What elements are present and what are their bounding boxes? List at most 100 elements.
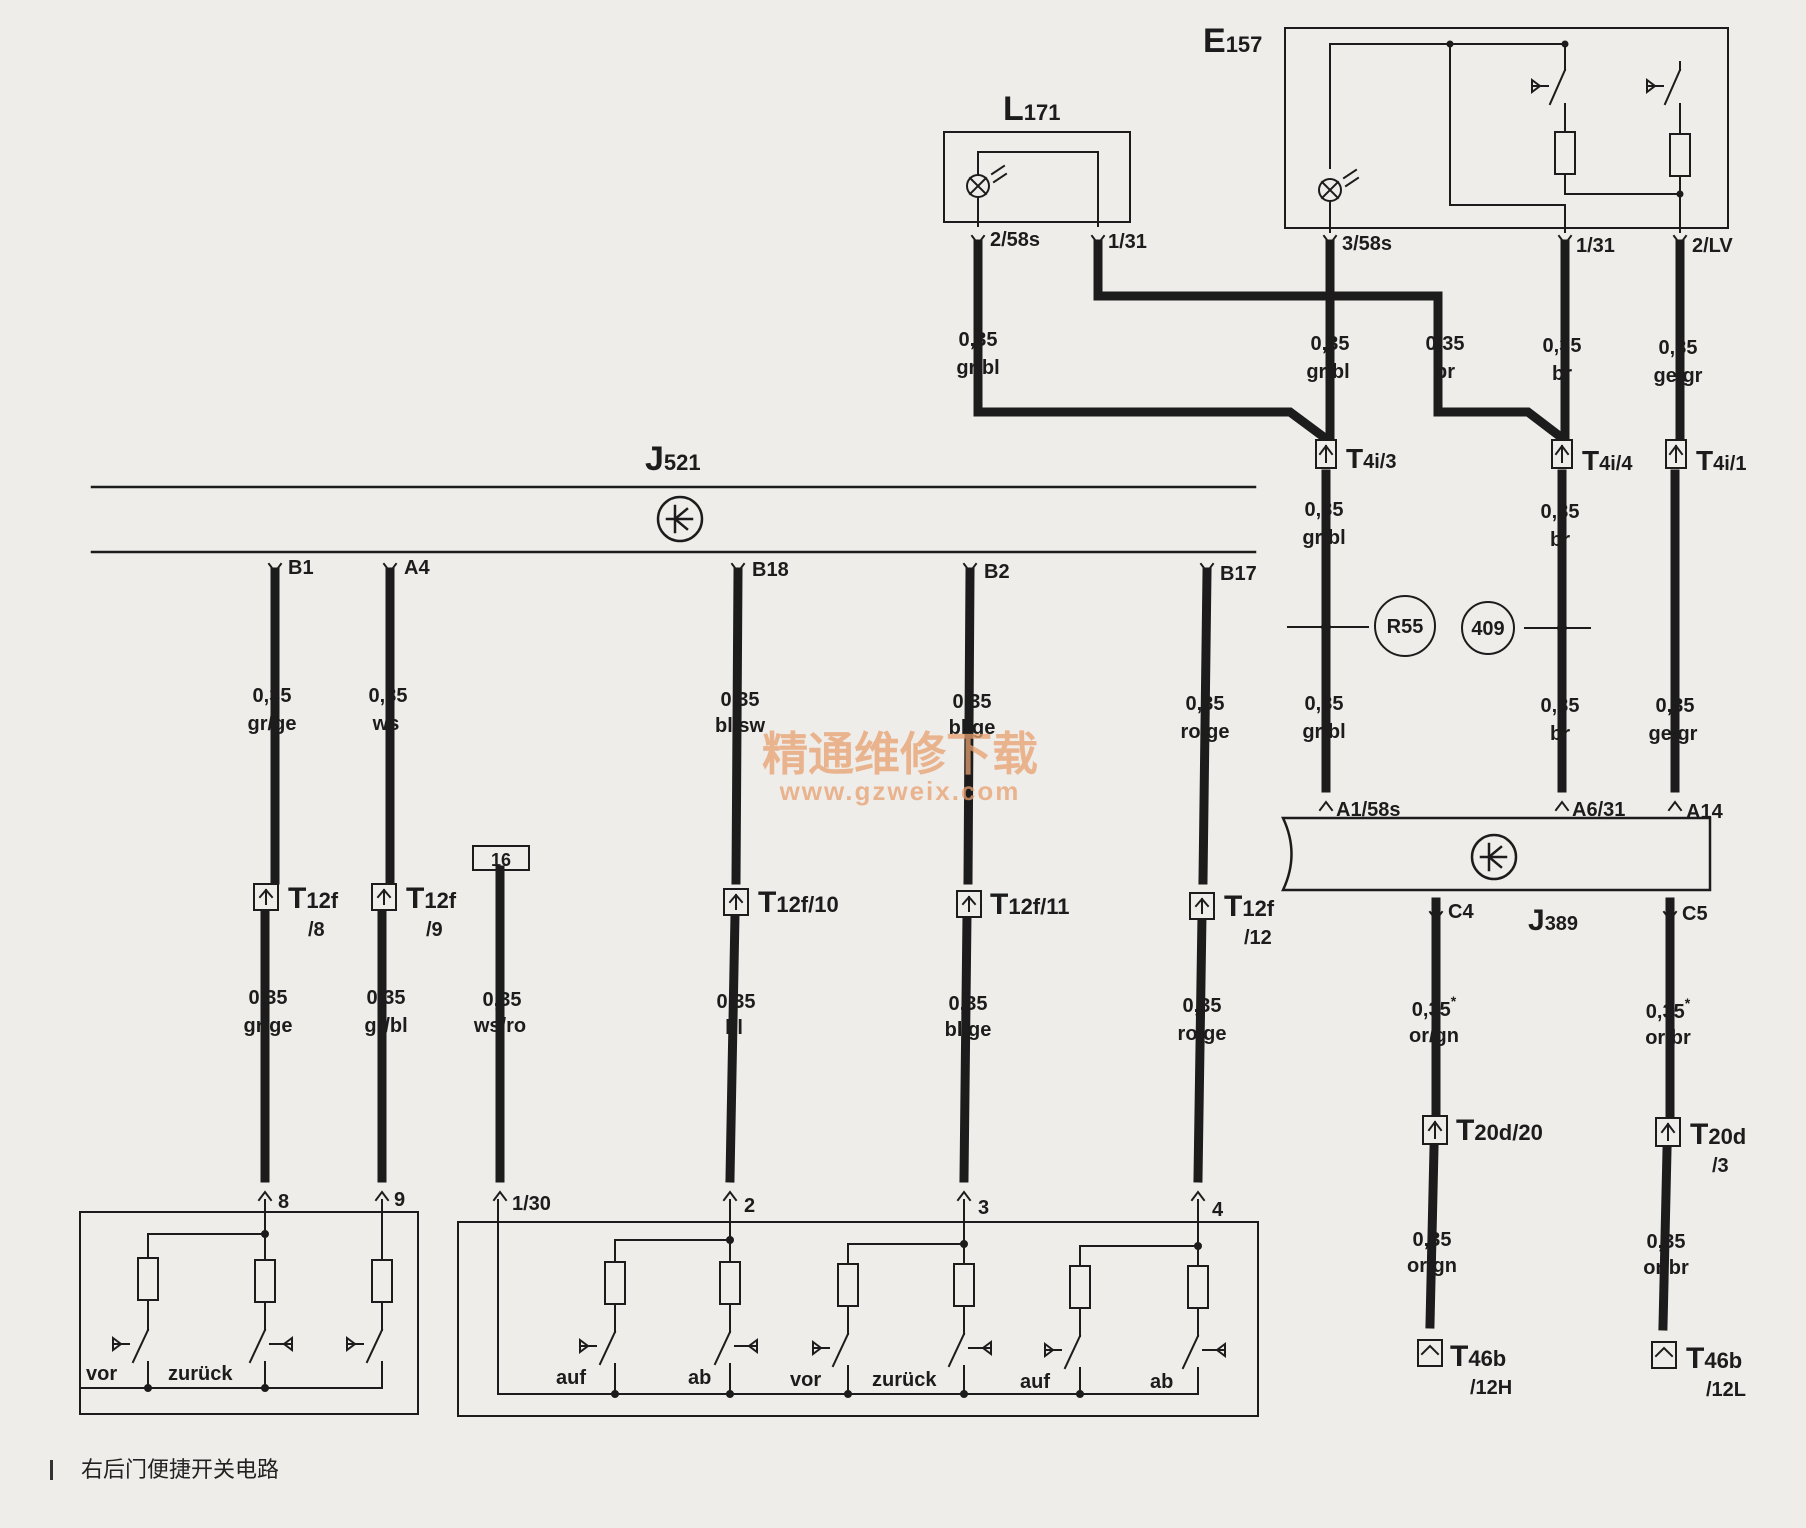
connector-t46b-12l: T46b: [1686, 1342, 1742, 1375]
wire-color: bl/ge: [945, 1019, 992, 1041]
switch-label-vor: vor: [86, 1363, 117, 1385]
switch-label-zurueck: zurück: [168, 1363, 233, 1385]
connector-t12f-8: T12f: [288, 882, 339, 915]
wire-color: gr/bl: [956, 357, 999, 379]
wire-gauge: 0,35: [1311, 333, 1350, 355]
wire-color: br: [1550, 723, 1570, 745]
wire-br-l171: [1093, 239, 1569, 445]
ref-409: 409: [1471, 618, 1504, 640]
pin-label: 1/31: [1576, 235, 1615, 257]
pin-label: 2: [744, 1195, 755, 1217]
l171-housing: [943, 131, 1131, 223]
pin-label: B17: [1220, 563, 1257, 585]
wire-color: gr/bl: [1306, 361, 1349, 383]
wire-color: bl/sw: [715, 715, 765, 737]
ref-r55: R55: [1387, 616, 1424, 638]
connector-t12f-9: T12f: [406, 882, 457, 915]
j389-housing: [1281, 816, 1712, 892]
switch-block-2: [457, 1221, 1259, 1417]
watermark: 精通维修下载 www.gzweix.com: [762, 727, 1038, 806]
wire-b2: [963, 567, 975, 885]
wire-gauge: 0,35: [1541, 501, 1580, 523]
connector-t20d-3-pin: /3: [1712, 1155, 1729, 1177]
pin-label: 3/58s: [1342, 233, 1392, 255]
connector-t46b-12h: T46b: [1450, 1340, 1506, 1373]
pin-label: B18: [752, 559, 789, 581]
wire-color: gr/bl: [364, 1015, 407, 1037]
wire-gauge: 0,35*: [1646, 995, 1691, 1023]
label-j521: J521: [645, 440, 701, 478]
ref-r55-circle: [1374, 595, 1436, 657]
pin-label: A14: [1686, 801, 1724, 823]
pin-label: B1: [288, 557, 314, 579]
j521-control-unit-icon: [656, 495, 704, 543]
e157-switch-icon: [1646, 61, 1691, 233]
pin-label: B2: [984, 561, 1010, 583]
connector-t12f-8-pin: /8: [308, 919, 325, 941]
wire-gauge: 0,35*: [1412, 993, 1457, 1021]
connector-t4i3: T4i/3: [1346, 443, 1396, 474]
wire-color: ro/ge: [1181, 721, 1230, 743]
wire-gauge: 0,35: [253, 685, 292, 707]
switch-label-ab: ab: [1150, 1371, 1173, 1393]
wire-b2-lower: [959, 910, 972, 1183]
wire-gauge: 0,35: [959, 329, 998, 351]
e157-internal-wire: [1449, 43, 1566, 233]
wire-color: bl: [725, 1017, 743, 1039]
wire-gauge: 0,35: [1413, 1229, 1452, 1251]
switch-label-auf: auf: [556, 1367, 586, 1389]
label-l171: L171: [1003, 90, 1061, 128]
wire-gauge: 0,35: [717, 991, 756, 1013]
l171-internal-wire: [977, 151, 1099, 227]
wire-color: or/gn: [1407, 1255, 1457, 1277]
wire-gauge: 0,35: [1659, 337, 1698, 359]
wire-b17-lower: [1193, 910, 1207, 1183]
switch-block-1: [79, 1211, 419, 1415]
pin-label: 3: [978, 1197, 989, 1219]
pin-label: 8: [278, 1191, 289, 1213]
caption-text: 右后门便捷开关电路: [81, 1458, 280, 1483]
connector-t46b-12l-pin: /12L: [1706, 1379, 1746, 1401]
connector-t20d-20: T20d/20: [1456, 1114, 1543, 1147]
wire-color: gr/ge: [248, 713, 297, 735]
wire-b17: [1198, 567, 1212, 885]
switch-label-vor: vor: [790, 1369, 821, 1391]
wire-color: br: [1552, 363, 1572, 385]
wire-color: ge/gr: [1654, 365, 1703, 387]
pin-label: 9: [394, 1189, 405, 1211]
wire-gauge: 0,35: [1656, 695, 1695, 717]
wire-color: ws: [372, 713, 400, 735]
wire-color: ws/ro: [473, 1015, 526, 1037]
connector-t12f-10: T12f/10: [758, 886, 839, 919]
switch-block-2-wiring: [497, 1199, 1226, 1398]
ref-16: 16: [491, 850, 511, 870]
connector-t4i4: T4i/4: [1582, 445, 1633, 476]
pin-label: A4: [404, 557, 430, 579]
label-j389: J389: [1528, 904, 1578, 937]
wire-color: or/br: [1643, 1257, 1689, 1279]
wire-gauge: 0,35: [1305, 693, 1344, 715]
wire-gauge: 0,35: [1426, 333, 1465, 355]
connector-t4i1: T4i/1: [1696, 445, 1746, 476]
wire-gauge: 0,35: [949, 993, 988, 1015]
wire-gauge: 0,35: [1543, 335, 1582, 357]
wire-color: or/gn: [1409, 1025, 1459, 1047]
switch-label-zurueck: zurück: [872, 1369, 937, 1391]
wire-gauge: 0,35: [1186, 693, 1225, 715]
ref-16-box: [472, 845, 530, 871]
wire-gauge: 0,35: [483, 989, 522, 1011]
connector-t20d-3: T20d: [1690, 1118, 1746, 1151]
pin-label: 1/30: [512, 1193, 551, 1215]
wire-c5-lower: [1658, 1145, 1672, 1331]
wire-gauge: 0,35: [367, 987, 406, 1009]
pin-label: 2/LV: [1692, 235, 1733, 257]
wire-color: gr/ge: [244, 1015, 293, 1037]
pin-arrows: [257, 234, 1688, 1202]
wire-c4-lower: [1425, 1143, 1439, 1329]
svg-text:精通维修下载: 精通维修下载: [762, 727, 1038, 781]
wire-gr-bl-l171: [973, 239, 1332, 445]
switch-label-auf: auf: [1020, 1371, 1050, 1393]
label-e157: E157: [1203, 22, 1262, 60]
connector-t12f-11: T12f/11: [990, 888, 1070, 921]
